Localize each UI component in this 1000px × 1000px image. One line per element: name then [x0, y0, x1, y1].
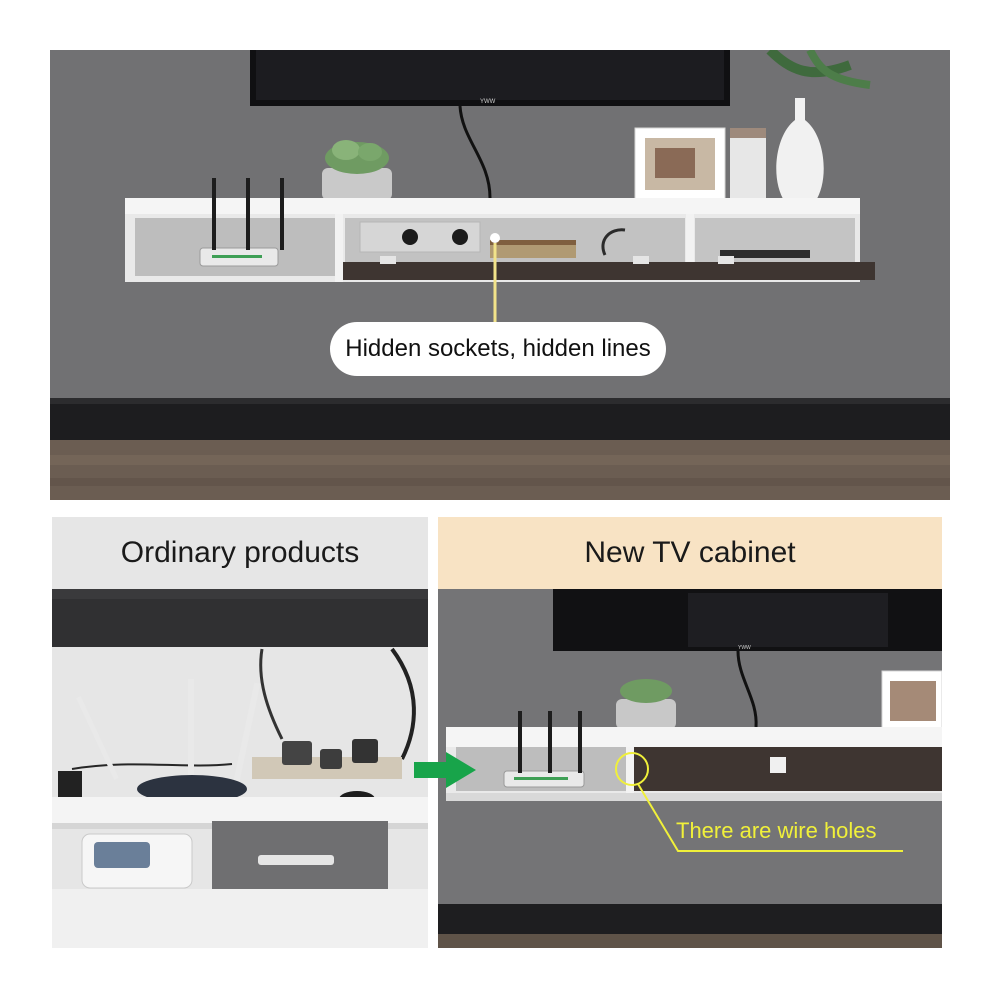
callout-dot	[490, 233, 500, 243]
hidden-sockets-callout: Hidden sockets, hidden lines	[330, 322, 666, 376]
ordinary-products-photo	[52, 589, 428, 948]
wire-hole-marker	[615, 752, 649, 786]
ordinary-products-header: Ordinary products	[52, 517, 428, 589]
svg-text:YWW: YWW	[738, 645, 751, 651]
tv: YWW	[250, 50, 730, 106]
wire-holes-label: There are wire holes	[676, 818, 877, 843]
arrow-right-icon	[414, 752, 476, 788]
new-tv-cabinet-header: New TV cabinet	[438, 517, 942, 589]
floating-tv-cabinet	[125, 178, 875, 282]
hero-photo: YWW	[50, 50, 950, 500]
wire-hole-pointer	[637, 783, 903, 852]
tidy-cabinet-scene: YWW	[438, 589, 942, 948]
tv-brand-logo: YWW	[480, 99, 496, 105]
living-room-scene: YWW	[50, 50, 950, 500]
new-tv-cabinet-photo: YWW	[438, 589, 942, 948]
messy-shelf-scene	[52, 589, 428, 948]
